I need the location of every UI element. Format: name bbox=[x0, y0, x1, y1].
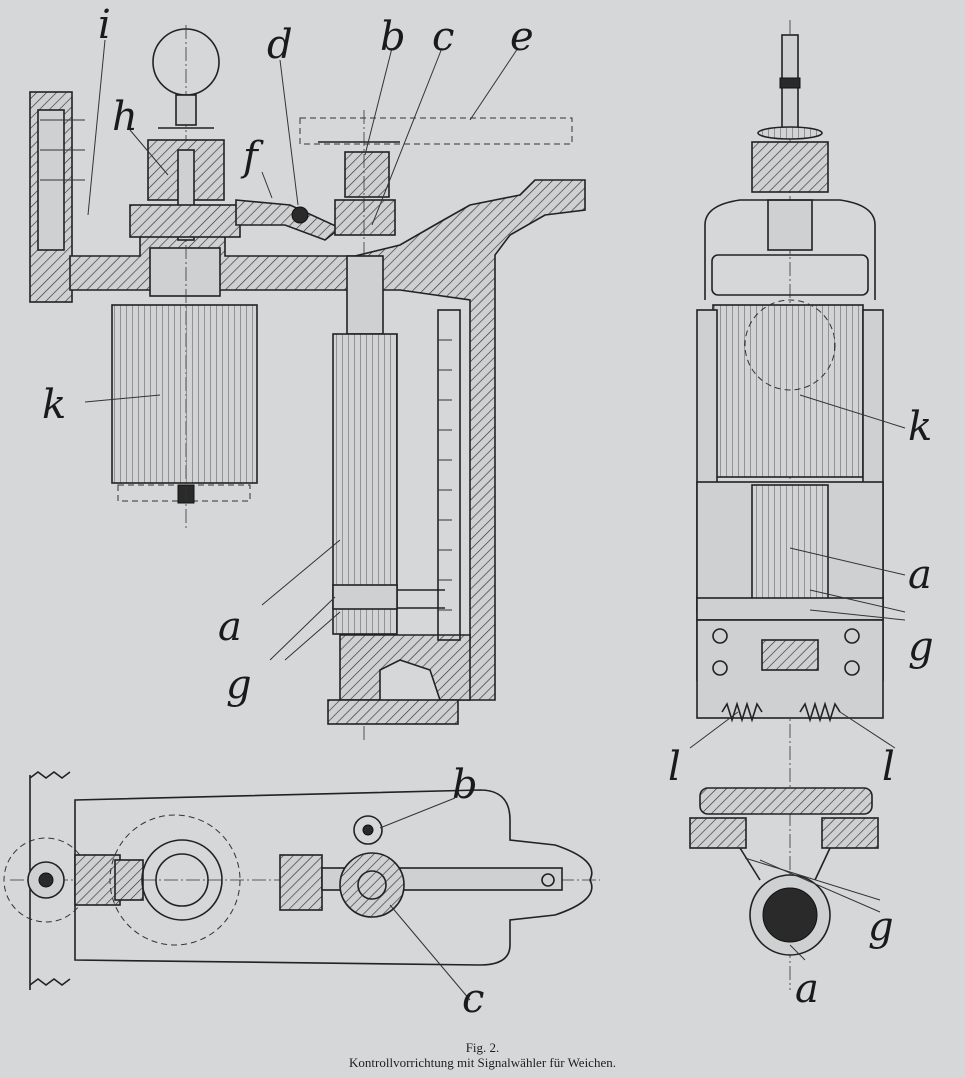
section-g-right bbox=[821, 817, 879, 849]
leader-lines-front bbox=[689, 394, 906, 961]
plan-outline bbox=[74, 789, 593, 966]
label-a-front: a bbox=[908, 552, 932, 598]
plan-nut bbox=[141, 839, 223, 921]
section-g-left bbox=[689, 817, 747, 849]
label-g-section: g bbox=[868, 904, 894, 950]
spring-left bbox=[721, 701, 763, 723]
plan-pin-b bbox=[353, 815, 383, 845]
label-k-front: k bbox=[908, 404, 932, 450]
plan-collar-c bbox=[339, 852, 405, 918]
leader-lines-side bbox=[84, 39, 519, 661]
technical-drawing: i h f d b c e k a g b c k a g l l g a bbox=[3, 2, 934, 1022]
pivot-d bbox=[291, 206, 309, 224]
label-h: h bbox=[112, 94, 138, 140]
side-elevation bbox=[29, 25, 586, 740]
leader-lines-plan bbox=[379, 797, 471, 1001]
section-a-core bbox=[762, 887, 818, 943]
electromagnet-k-front bbox=[712, 304, 864, 478]
label-l-right: l bbox=[882, 744, 895, 790]
front-elevation bbox=[689, 20, 906, 990]
label-b-side: b bbox=[380, 14, 406, 60]
label-i: i bbox=[98, 2, 111, 48]
base-block bbox=[339, 634, 471, 701]
lever-f bbox=[235, 199, 342, 241]
label-k-side: k bbox=[42, 382, 66, 428]
label-d: d bbox=[267, 22, 293, 68]
plan-view bbox=[3, 771, 600, 1001]
figure-number: Fig. 2. bbox=[465, 1040, 500, 1055]
electromagnet-k bbox=[111, 304, 258, 484]
section-cap bbox=[699, 787, 873, 815]
spring-right bbox=[799, 701, 841, 723]
label-c-plan: c bbox=[462, 976, 484, 1022]
label-e: e bbox=[510, 14, 534, 60]
label-c-side: c bbox=[432, 14, 454, 60]
label-a-side: a bbox=[218, 604, 242, 650]
main-arm-casting bbox=[69, 179, 586, 701]
column-a bbox=[332, 333, 398, 635]
figure-caption: Kontrollvorrichtung mit Signalwähler für… bbox=[349, 1055, 616, 1070]
column-a-front bbox=[751, 484, 829, 611]
label-l-left: l bbox=[668, 744, 681, 790]
label-g-front: g bbox=[908, 624, 934, 670]
label-b-plan: b bbox=[452, 762, 478, 808]
label-f: f bbox=[240, 134, 264, 180]
front-yoke bbox=[704, 199, 876, 300]
label-g-side: g bbox=[226, 662, 252, 708]
label-a-section: a bbox=[795, 966, 819, 1012]
lever-outline-e bbox=[299, 117, 573, 145]
